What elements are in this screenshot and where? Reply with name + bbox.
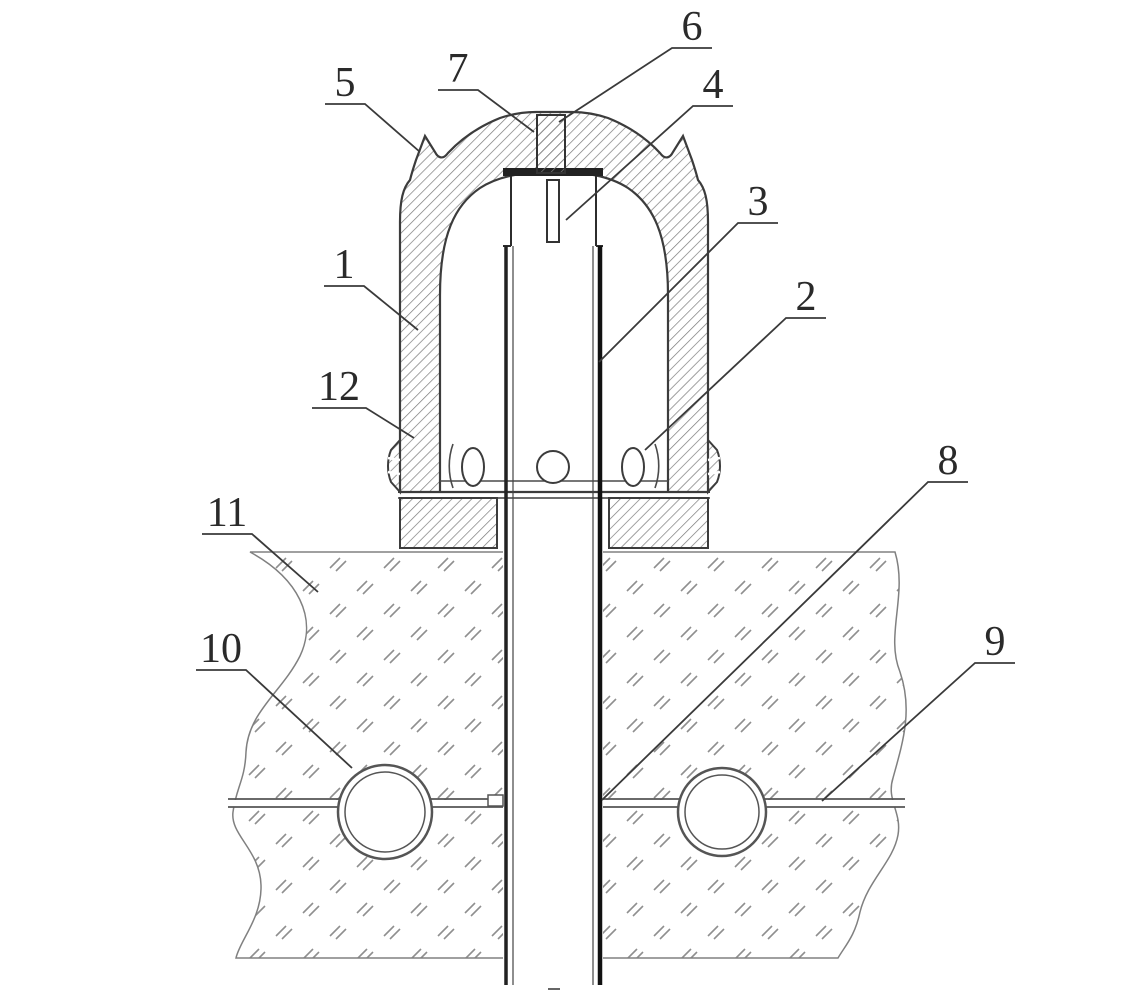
- central-pipe: [503, 176, 603, 990]
- leader-line-4: [565, 105, 733, 221]
- base-block-left: [399, 497, 498, 549]
- part-label-8: 8: [938, 438, 959, 484]
- leader-line-5: [325, 103, 421, 153]
- leader-line-3: [598, 222, 778, 363]
- pipe-interior: [503, 169, 603, 985]
- part-label-12: 12: [318, 364, 360, 410]
- part-label-4: 4: [703, 62, 724, 108]
- buried-pipe-left: [336, 763, 434, 861]
- part-label-2: 2: [796, 274, 817, 320]
- part-label-9: 9: [985, 619, 1006, 665]
- flare-ring-right: [707, 437, 721, 495]
- part-label-6: 6: [682, 4, 703, 50]
- bolt-hole-left: [461, 447, 485, 487]
- part-label-7: 7: [448, 46, 469, 92]
- inner-slot: [546, 179, 560, 243]
- leader-line-1: [324, 285, 419, 331]
- leader-line-7: [438, 89, 535, 133]
- part-label-11: 11: [207, 490, 247, 536]
- leader-line-10: [196, 669, 353, 769]
- leader-line-9: [821, 662, 1015, 802]
- leader-line-8: [601, 481, 968, 801]
- buried-pipe-right: [676, 766, 768, 858]
- cavity-groove-left: [448, 443, 454, 489]
- leader-line-2: [644, 317, 826, 451]
- bolt-hole-right: [621, 447, 645, 487]
- part-label-3: 3: [748, 179, 769, 225]
- seam-collar: [487, 794, 504, 807]
- base-block-right: [608, 497, 709, 549]
- leader-line-6: [558, 47, 712, 123]
- part-label-5: 5: [335, 60, 356, 106]
- top-pin: [536, 114, 566, 174]
- part-label-10: 10: [200, 626, 242, 672]
- leader-line-12: [312, 407, 415, 439]
- flare-ring-left: [387, 437, 401, 495]
- cavity-groove-right: [654, 443, 660, 489]
- leader-line-11: [202, 533, 319, 593]
- bolt-hole-center: [536, 450, 570, 484]
- part-label-1: 1: [334, 242, 355, 288]
